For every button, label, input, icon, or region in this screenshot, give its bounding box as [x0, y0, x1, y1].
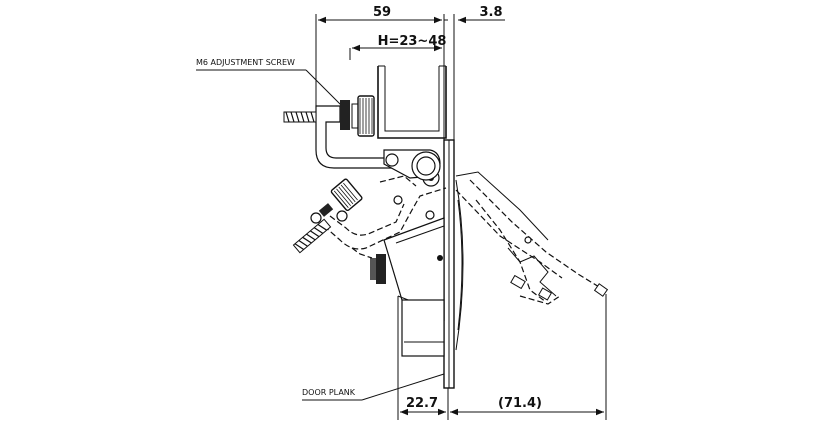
callout-adjustment-screw: M6 ADJUSTMENT SCREW	[196, 58, 347, 111]
dimension-22-7-label: 22.7	[406, 396, 438, 411]
disk-profile	[411, 151, 464, 351]
clamp-arm-open	[310, 175, 447, 259]
dimension-3-8-label: 3.8	[479, 5, 502, 20]
conical-base	[370, 195, 445, 357]
dimension-height-range: H=23~48	[349, 34, 447, 60]
dimension-3-8: 3.8	[444, 5, 505, 140]
dimension-71-4-label: (71.4)	[498, 396, 542, 411]
adjustment-screw-top	[283, 95, 375, 137]
adjustment-screw-open	[292, 178, 363, 254]
dimension-height-range-label: H=23~48	[378, 34, 447, 49]
callout-adjustment-screw-label: M6 ADJUSTMENT SCREW	[196, 58, 295, 67]
dimension-59: 59	[315, 5, 445, 112]
callout-door-plank-label: DOOR PLANK	[302, 388, 356, 397]
dimension-71-4: (71.4)	[450, 396, 604, 416]
callout-door-plank: DOOR PLANK	[302, 373, 445, 401]
bottom-extension-lines	[397, 294, 607, 420]
handle-open	[455, 171, 609, 305]
u-channel	[377, 65, 447, 139]
dimension-59-label: 59	[373, 5, 391, 20]
dimension-22-7: 22.7	[400, 396, 446, 416]
